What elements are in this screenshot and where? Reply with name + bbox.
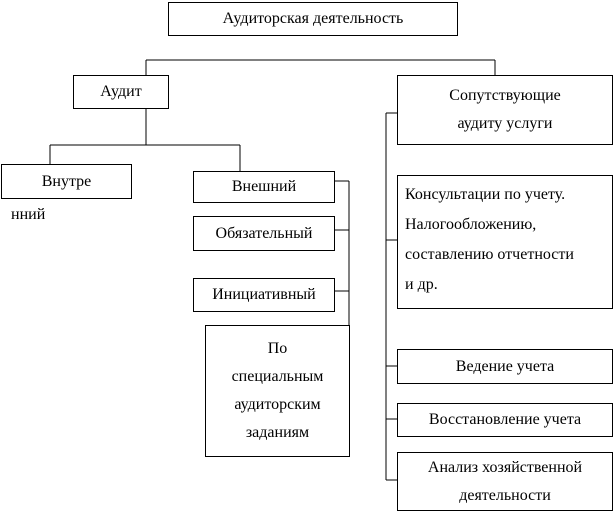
analysis-box: Анализ хозяйственной деятельности (397, 452, 613, 511)
mandatory-audit-box: Обязательный (193, 216, 335, 251)
audit-label: Аудит (100, 83, 142, 101)
special-line-4: заданиям (245, 424, 310, 441)
analysis-line-2: деятельности (459, 486, 551, 504)
analysis-line-1: Анализ хозяйственной (427, 458, 583, 476)
accounting-box: Ведение учета (397, 349, 613, 384)
accounting-label: Ведение учета (455, 357, 555, 375)
special-line-2: специальным (231, 368, 324, 385)
internal-audit-label-bottom: нний (11, 206, 46, 223)
root-box: Аудиторская деятельность (168, 2, 458, 36)
recovery-box: Восстановление учета (397, 403, 613, 437)
consulting-box: Консультации по учету. Налогообложению, … (397, 175, 613, 309)
special-assignments-box: По специальным аудиторским заданиям (205, 325, 350, 457)
related-line-2: аудиту услуги (457, 115, 553, 132)
consult-line-4: и др. (405, 276, 438, 293)
initiative-audit-label: Инициативный (212, 286, 316, 304)
initiative-audit-box: Инициативный (193, 278, 335, 312)
related-services-box: Сопутствующие аудиту услуги (397, 75, 613, 145)
audit-box: Аудит (73, 75, 169, 109)
external-audit-box: Внешний (193, 171, 335, 203)
consult-line-1: Консультации по учету. (405, 186, 566, 203)
related-line-1: Сопутствующие (449, 87, 561, 104)
recovery-label: Восстановление учета (428, 411, 582, 429)
special-line-3: аудиторским (234, 396, 321, 413)
mandatory-audit-label: Обязательный (215, 224, 313, 242)
external-audit-label: Внешний (231, 178, 297, 196)
internal-audit-label-top: Внутре (41, 172, 92, 190)
special-line-1: По (267, 340, 288, 357)
consult-line-2: Налогообложению, (405, 216, 537, 233)
consult-line-3: составлению отчетности (405, 246, 574, 263)
internal-audit-box: Внутре (1, 164, 132, 199)
root-label: Аудиторская деятельность (222, 10, 404, 28)
